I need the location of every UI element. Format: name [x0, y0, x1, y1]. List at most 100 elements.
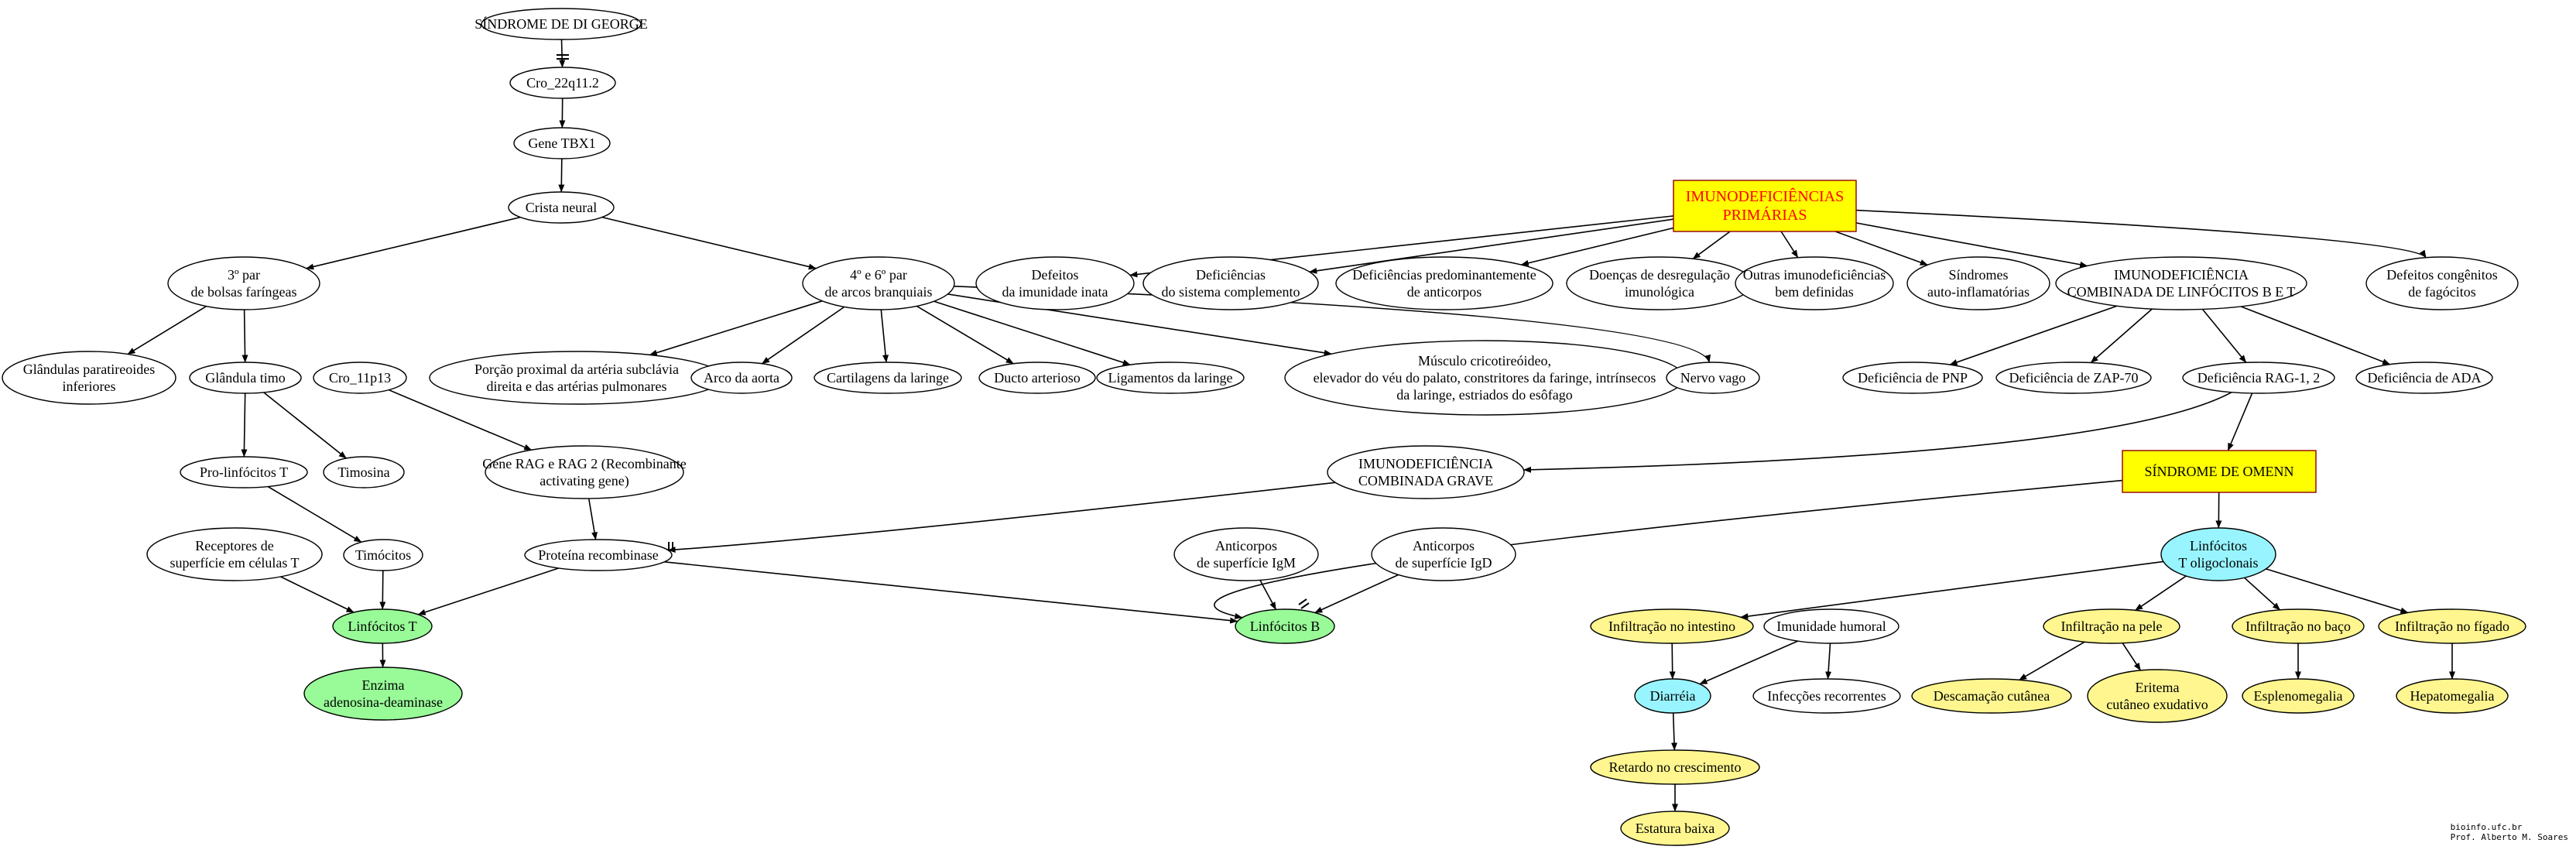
node-linfocitos-b: Linfócitos B	[1235, 608, 1335, 644]
node-ellipse	[323, 456, 405, 488]
node-ellipse	[146, 527, 323, 581]
node-descamacao: Descamação cutânea	[1911, 678, 2072, 714]
node-ellipse	[2, 351, 176, 405]
edge-imunidade-humoral-to-diarreia	[1699, 640, 1798, 685]
node-box	[2122, 450, 2317, 493]
node-label-line: Eritema	[2136, 680, 2180, 695]
node-ellipse	[1173, 527, 1319, 581]
node-label-line: Glândula timo	[205, 370, 285, 386]
node-label-line: PRIMÁRIAS	[1723, 206, 1807, 224]
node-label-line: Infiltração no fígado	[2395, 619, 2509, 634]
node-crista-neural: Crista neural	[508, 191, 615, 224]
node-cro-11p13: Cro_11p13	[313, 362, 407, 394]
node-ellipse	[1842, 362, 1983, 394]
node-label-line: T oligoclonais	[2178, 555, 2258, 571]
node-label-line: Deficiências predominantemente	[1352, 267, 1536, 283]
node-label-line: Retardo no crescimento	[1609, 759, 1742, 775]
node-label-line: de arcos branquiais	[825, 284, 933, 300]
node-arco-aorta: Arco da aorta	[690, 362, 793, 394]
edge-sindrome-omenn-to-linfocitos-b	[1214, 479, 2123, 619]
node-def-ada: Deficiência de ADA	[2355, 362, 2493, 394]
node-ellipse	[1906, 256, 2050, 310]
node-ellipse	[167, 256, 320, 310]
node-label-line: de superfície IgM	[1197, 555, 1296, 571]
edge-glandula-timo-to-timosina	[263, 392, 347, 459]
node-ellipse	[978, 362, 1096, 394]
edge-imunodeficiencias-primarias-to-deficiencias-complemento	[1309, 218, 1674, 274]
edge-imunodeficiencias-primarias-to-doencas-desregulacao	[1692, 231, 1731, 259]
node-label-line: Linfócitos B	[1250, 619, 1321, 634]
node-label-line: Enzima	[362, 677, 405, 693]
node-label-line: do sistema complemento	[1162, 284, 1300, 300]
edge-terceiro-par-to-glandulas-paratireoides	[127, 305, 207, 355]
node-pro-linfocitos: Pro-linfócitos T	[180, 456, 308, 488]
node-ellipse	[1763, 608, 1899, 644]
node-label-line: de fagócitos	[2408, 284, 2475, 300]
node-label-line: superfície em células T	[170, 555, 299, 571]
node-ellipse	[313, 362, 407, 394]
node-ellipse	[802, 256, 955, 310]
node-label-line: Timosina	[337, 464, 389, 480]
node-ellipse	[2232, 608, 2365, 644]
edge-linfocitos-oligo-to-infiltracao-pele	[2135, 575, 2187, 612]
node-ellipse	[1620, 811, 1730, 846]
edge-anticorpos-igd-to-linfocitos-b	[1314, 574, 1399, 614]
node-retardo: Retardo no crescimento	[1590, 749, 1760, 785]
node-label-line: SÍNDROME DE OMENN	[2145, 463, 2294, 479]
node-label-line: Imunidade humoral	[1776, 619, 1886, 634]
node-hepatomegalia: Hepatomegalia	[2396, 678, 2509, 714]
edge-cro-11p13-to-gene-rag	[388, 389, 533, 451]
node-infiltracao-baco: Infiltração no baço	[2232, 608, 2365, 644]
edge-crista-neural-to-terceiro-par	[306, 216, 521, 270]
node-label-line: imunológica	[1625, 284, 1694, 300]
node-label-line: bem definidas	[1775, 284, 1853, 300]
node-label-line: da imunidade inata	[1002, 284, 1108, 300]
node-ellipse	[1590, 749, 1760, 785]
node-label-line: Nervo vago	[1680, 370, 1745, 386]
node-ellipse	[343, 539, 423, 571]
node-label-line: Músculo cricotireóideo,	[1418, 353, 1551, 368]
node-label-line: Arco da aorta	[704, 370, 779, 386]
edge-crista-neural-to-quarto-sexto	[601, 216, 817, 270]
edge-linfocitos-oligo-to-infiltracao-baco	[2244, 577, 2281, 611]
edge-pro-linfocitos-to-timocitos	[267, 485, 362, 543]
node-label-line: Deficiências	[1196, 267, 1266, 283]
node-ellipse	[1335, 256, 1553, 310]
node-label-line: direita e das artérias pulmonares	[487, 379, 667, 394]
node-ellipse	[1142, 256, 1319, 310]
node-label-line: Receptores de	[195, 538, 273, 554]
edge-imuno-combinada-to-def-ada	[2240, 306, 2391, 365]
edge-infiltracao-intestino-to-diarreia	[1669, 643, 1676, 680]
node-label-line: elevador do véu do palato, constritores …	[1314, 370, 1656, 386]
tick-mark	[1300, 602, 1310, 609]
node-label-line: Hepatomegalia	[2410, 688, 2495, 704]
edge-quarto-sexto-to-cartilagens	[880, 309, 889, 363]
edge-imunidade-humoral-to-infeccoes	[1825, 643, 1832, 680]
node-estatura: Estatura baixa	[1620, 811, 1730, 846]
edge-tick-marks	[557, 54, 1310, 609]
node-label-line: 3º par	[228, 267, 260, 283]
node-label-line: 4º e 6º par	[850, 267, 907, 283]
node-ducto: Ducto arterioso	[978, 362, 1096, 394]
node-ellipse	[180, 456, 308, 488]
node-def-rag: Deficiência RAG-1, 2	[2182, 362, 2335, 394]
node-label-line: da laringe, estriados do esôfago	[1396, 387, 1572, 403]
node-infiltracao-intestino: Infiltração no intestino	[1590, 608, 1754, 644]
node-ellipse	[1995, 362, 2152, 394]
node-label-line: Síndromes	[1948, 267, 2008, 283]
node-timosina: Timosina	[323, 456, 405, 488]
node-ellipse	[189, 362, 302, 394]
node-label-line: Deficiência de PNP	[1858, 370, 1968, 386]
node-musculo: Músculo cricotireóideo, elevador do véu d…	[1284, 340, 1685, 416]
